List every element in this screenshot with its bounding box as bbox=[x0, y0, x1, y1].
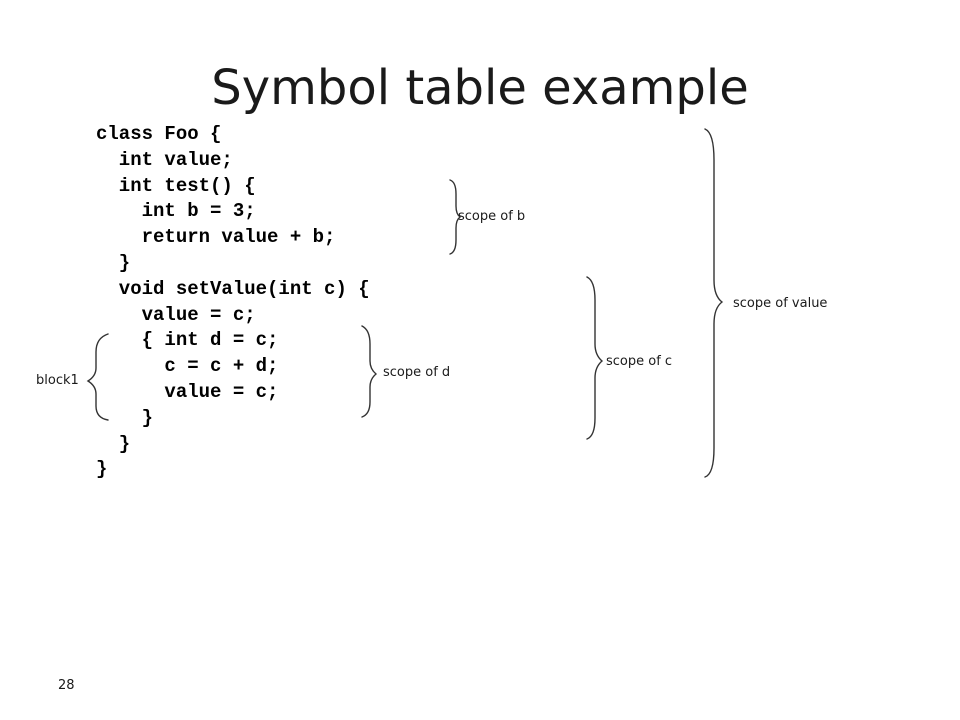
code-line: return value + b; bbox=[96, 226, 336, 249]
label-block1: block1 bbox=[36, 373, 79, 388]
code-line: void setValue(int c) { bbox=[96, 277, 370, 300]
code-line: c = c + d; bbox=[96, 355, 279, 378]
slide-title: Symbol table example bbox=[211, 60, 749, 116]
code-line: int b = 3; bbox=[96, 200, 256, 223]
label-scope-of-value: scope of value bbox=[733, 296, 828, 311]
label-scope-of-b: scope of b bbox=[458, 209, 526, 224]
code-line: } bbox=[96, 458, 108, 481]
brace-block1 bbox=[86, 333, 109, 421]
code-line: class Foo { bbox=[96, 123, 222, 145]
code-line: { int d = c; bbox=[96, 329, 279, 352]
code-listing: class Foo { int value; int test() { int … bbox=[96, 122, 370, 483]
brace-scope-b bbox=[449, 179, 462, 255]
code-line: } bbox=[96, 406, 154, 429]
page-number: 28 bbox=[58, 678, 75, 693]
label-scope-of-d: scope of d bbox=[383, 365, 451, 380]
code-line: value = c; bbox=[96, 303, 256, 326]
brace-scope-d bbox=[361, 325, 378, 418]
label-scope-of-c: scope of c bbox=[606, 354, 673, 369]
code-line: } bbox=[96, 432, 131, 455]
code-line: value = c; bbox=[96, 380, 279, 403]
code-line: int test() { bbox=[96, 174, 256, 197]
brace-scope-value bbox=[704, 128, 724, 478]
code-line: } bbox=[96, 251, 131, 274]
code-line: int value; bbox=[96, 148, 233, 171]
brace-scope-c bbox=[586, 276, 604, 440]
